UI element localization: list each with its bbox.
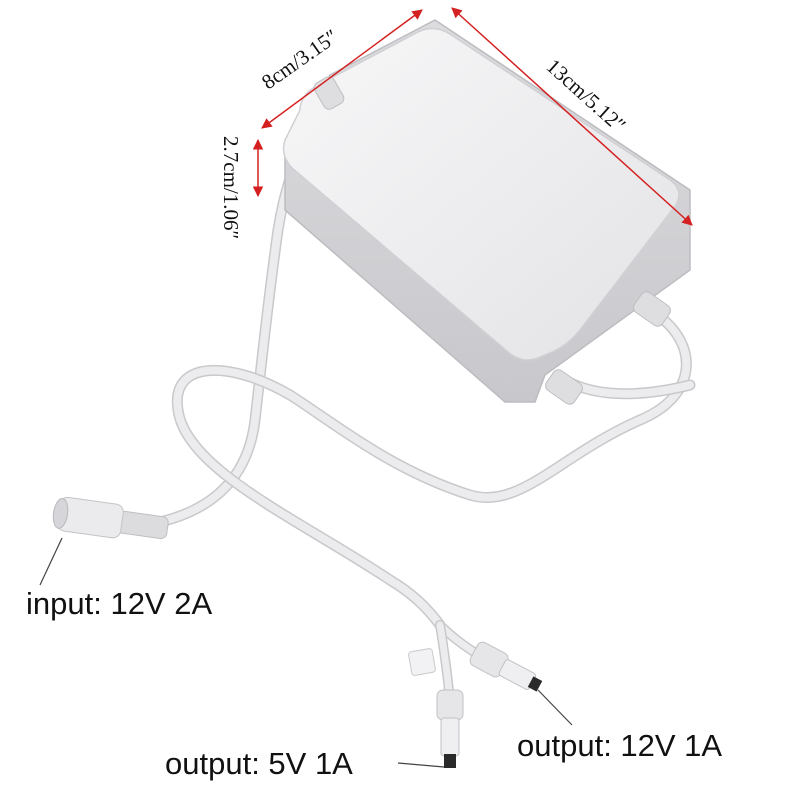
output-5v-callout-label: output: 5V 1A (165, 746, 353, 781)
dimension-arrows (252, 7, 693, 226)
output-5v-callout-line (397, 762, 445, 768)
power-supply-body (282, 19, 691, 405)
output-5v-plug (436, 689, 464, 768)
strain-relief-right (633, 291, 671, 327)
length-arrow (451, 7, 693, 226)
output-12v-callout-line (537, 689, 573, 726)
output-12v-callout-label: output: 12V 1A (517, 728, 723, 763)
output-cable-loop (171, 304, 692, 631)
width-arrow (261, 9, 423, 129)
input-callout-label: input: 12V 2A (26, 586, 213, 621)
input-dc-jack (52, 496, 169, 540)
output-12v-plug (469, 641, 543, 692)
height-dimension-label: 2.7cm/1.06″ (219, 136, 243, 239)
cable-tag (408, 648, 436, 676)
callout-lines (39, 537, 573, 768)
strain-relief-bottom (545, 369, 583, 405)
input-callout-line (39, 537, 63, 586)
